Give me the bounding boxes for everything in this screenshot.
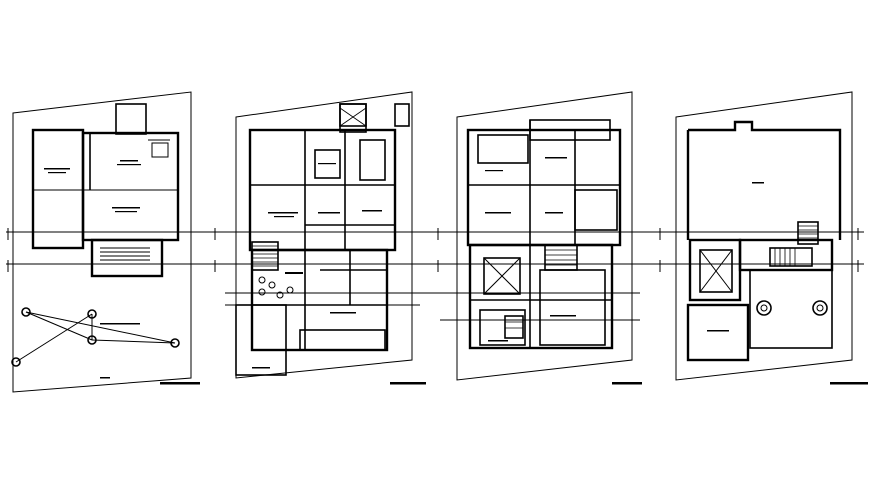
terrace-floor-sheet — [675, 91, 868, 385]
ground-stair — [251, 103, 367, 271]
ground-room-labels — [252, 163, 382, 369]
terrace-walls — [686, 120, 842, 362]
ground-floor-caption — [390, 382, 426, 385]
plot-boundary — [12, 91, 192, 393]
ground-plot-boundary — [235, 91, 413, 379]
site-building-outline — [31, 103, 180, 278]
ground-floor-sheet — [235, 91, 426, 385]
terrace-floor-caption — [830, 382, 868, 385]
site-room-labels — [44, 160, 141, 213]
first-floor-walls — [466, 119, 622, 350]
site-plan-caption — [160, 382, 200, 385]
grid-lines — [6, 228, 864, 321]
first-floor-sheet — [456, 91, 642, 385]
first-room-labels — [485, 157, 576, 342]
ground-floor-walls — [235, 103, 410, 376]
site-stair — [100, 247, 150, 265]
ground-circles — [258, 276, 294, 299]
grid-end-markers — [7, 228, 859, 272]
terrace-fixtures — [699, 182, 828, 332]
first-plot-boundary — [456, 91, 633, 381]
terrace-plot-boundary — [675, 91, 853, 381]
first-floor-caption — [612, 382, 642, 385]
survey-diagram — [11, 307, 180, 367]
site-plan-sheet — [11, 91, 200, 393]
